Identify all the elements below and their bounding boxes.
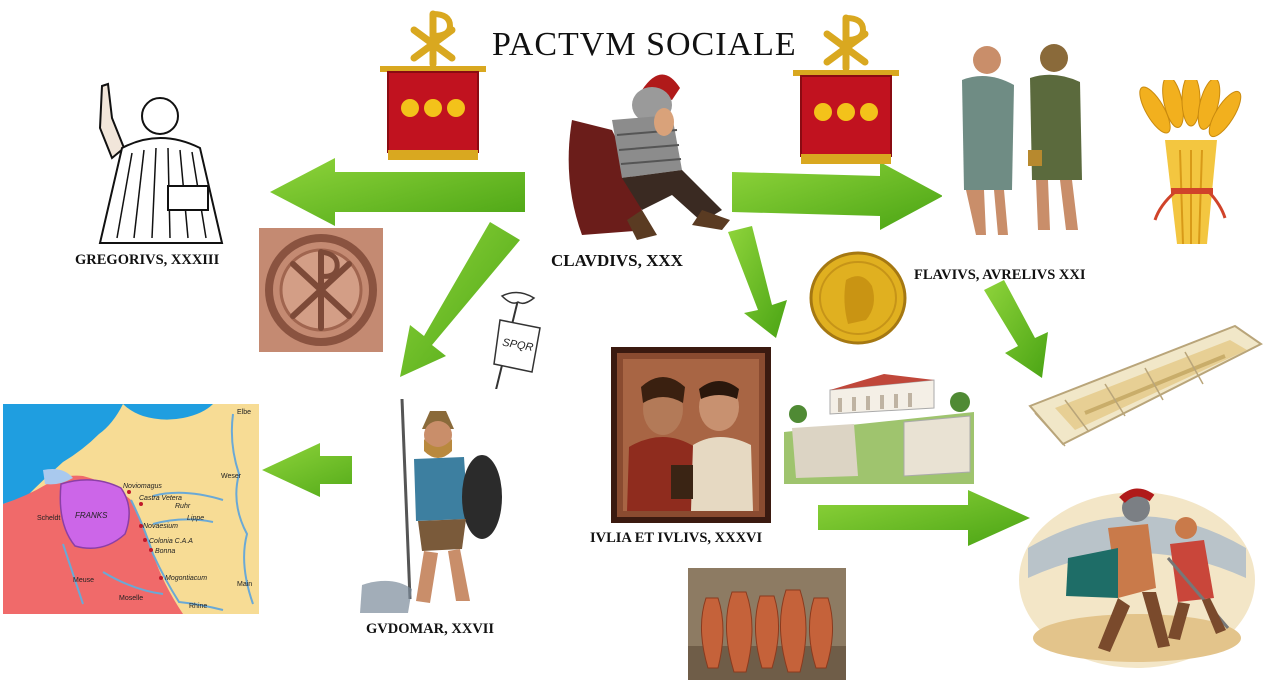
amphorae-image: [688, 568, 846, 680]
map-label-franks: FRANKS: [75, 511, 108, 520]
circus-maximus-image: [1028, 324, 1263, 447]
chi-rho-stone-image: [259, 228, 383, 352]
vexillum-left-icon: [380, 10, 486, 160]
arrow-to-flavius: [732, 162, 943, 230]
center-label: CLAVDIVS, XXX: [551, 251, 683, 270]
map-label-elbe: Elbe: [237, 409, 251, 416]
flavius-label: FLAVIVS, AVRELIVS XXI: [914, 267, 1086, 283]
map-label-main: Main: [237, 581, 252, 588]
map-label-moselle: Moselle: [119, 595, 143, 602]
map-label-colonia: Colonia C.A.A: [149, 538, 193, 545]
two-romans-image: [942, 30, 1100, 250]
map-label-scheldt: Scheldt: [37, 515, 60, 522]
franks-map-image: FRANKS Noviomagus Castra Vetera Ruhr Lip…: [3, 404, 259, 614]
map-label-ruhr: Ruhr: [175, 503, 191, 510]
gregorius-label: GREGORIVS, XXXIII: [75, 252, 220, 268]
monk-image: [82, 78, 232, 248]
arrow-to-gregorius: [270, 158, 525, 226]
map-label-noviomagus: Noviomagus: [123, 483, 162, 490]
map-label-meuse: Meuse: [73, 577, 94, 584]
iulia-label: IVLIA ET IVLIVS, XXXVI: [590, 530, 763, 546]
arrow-to-gladiators: [818, 490, 1030, 546]
arrow-to-gudomar: [400, 222, 520, 377]
germanic-warrior-image: [352, 389, 516, 621]
wheat-sheaf-icon: [1139, 80, 1242, 245]
gudomar-label: GVDOMAR, XXVII: [366, 621, 495, 637]
spqr-banner-icon: SPQR: [491, 291, 541, 407]
arrow-to-iulia: [728, 226, 787, 338]
page-title: PACTVM SOCIALE: [492, 26, 797, 63]
map-label-lippe: Lippe: [187, 515, 204, 522]
roman-villa-image: [784, 372, 976, 490]
map-label-castra-vetera: Castra Vetera: [139, 495, 182, 502]
map-label-novaesium: Novaesium: [143, 523, 178, 530]
fresco-portrait-image: [611, 347, 771, 523]
legionary-image: [568, 74, 730, 240]
map-label-weser: Weser: [221, 473, 242, 480]
vexillum-right-icon: [793, 14, 899, 164]
map-label-mogontiacum: Mogontiacum: [165, 575, 207, 582]
spqr-text: SPQR: [501, 337, 534, 354]
gladiators-image: [1019, 488, 1255, 668]
map-label-rhine: Rhine: [189, 603, 207, 610]
arrow-to-circus: [984, 280, 1048, 378]
gold-coin-icon: [809, 251, 907, 345]
map-label-bonna: Bonna: [155, 548, 175, 555]
